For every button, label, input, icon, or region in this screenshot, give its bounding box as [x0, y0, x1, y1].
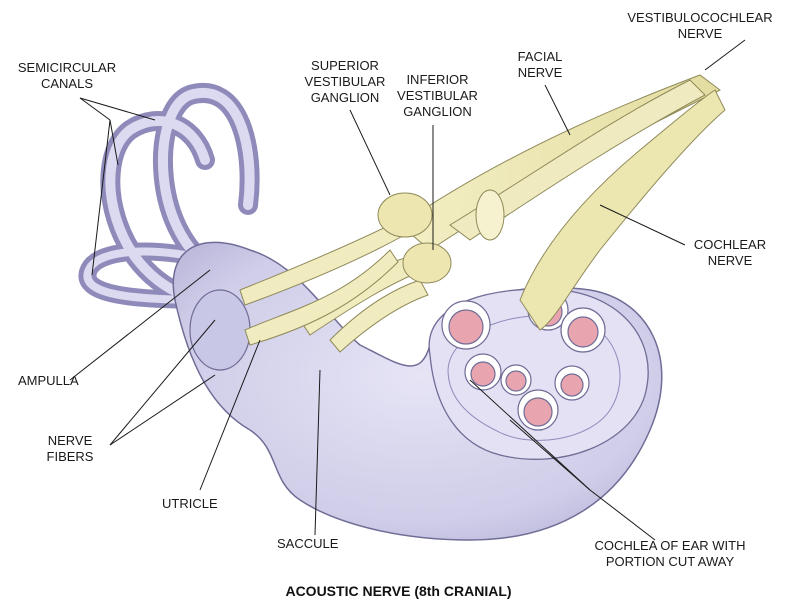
superior-ganglion-shape [378, 193, 432, 237]
ampulla-shape [190, 290, 250, 370]
label-utricle: UTRICLE [162, 496, 218, 512]
inferior-ganglion-shape [403, 243, 451, 283]
label-ampulla: AMPULLA [18, 373, 79, 389]
label-saccule: SACCULE [277, 536, 338, 552]
diagram-caption: ACOUSTIC NERVE (8th CRANIAL) [0, 583, 797, 599]
